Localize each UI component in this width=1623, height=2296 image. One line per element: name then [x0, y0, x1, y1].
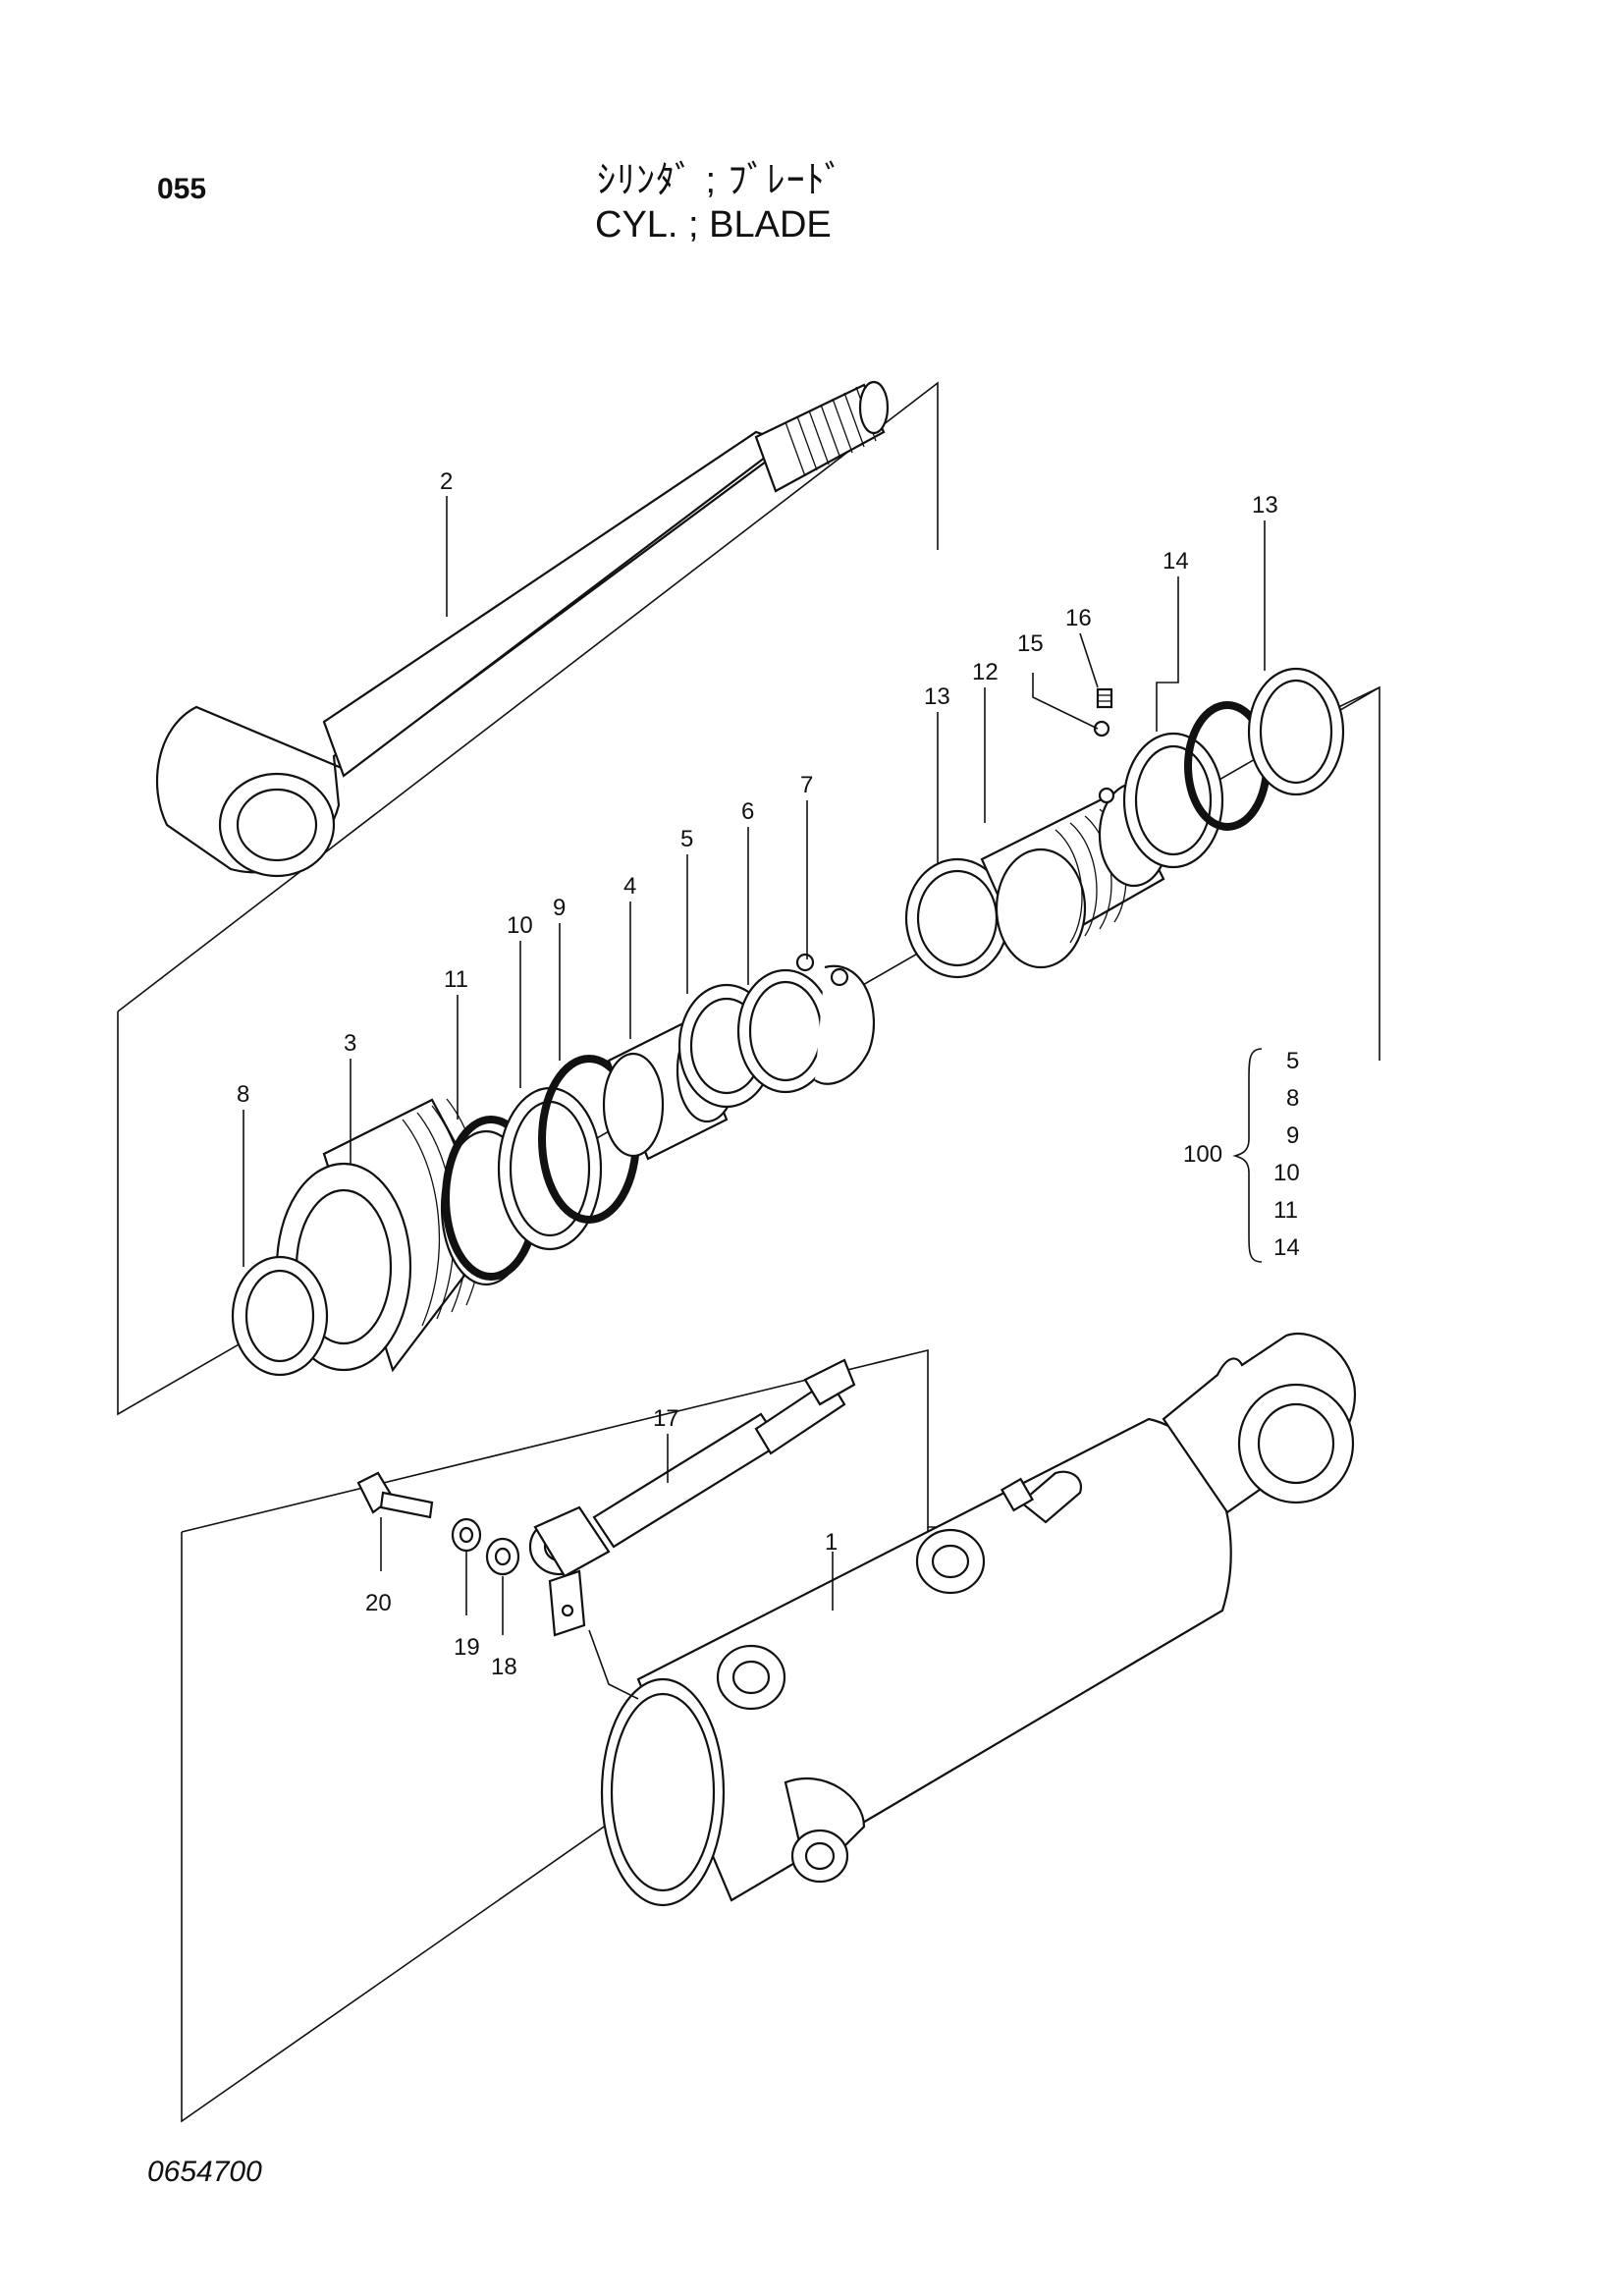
- callout-13a: 13: [924, 683, 950, 710]
- steel-ball-15: [1093, 720, 1110, 738]
- spring-washer-19: [451, 1517, 482, 1553]
- wear-ring-13a: [904, 857, 1010, 979]
- callout-20: 20: [365, 1590, 392, 1616]
- callout-1: 1: [825, 1529, 838, 1556]
- slipper-seal-14: [1122, 732, 1224, 869]
- kit-item: 9: [1286, 1122, 1299, 1149]
- leader-lines: [243, 496, 1266, 1700]
- callout-18: 18: [491, 1654, 517, 1680]
- bolt-20: [356, 1471, 434, 1519]
- callout-5: 5: [680, 826, 693, 852]
- callout-19: 19: [454, 1634, 480, 1661]
- set-screw-16: [1096, 687, 1113, 709]
- callout-11: 11: [444, 966, 468, 993]
- kit-item: 11: [1273, 1197, 1298, 1224]
- callout-6: 6: [741, 798, 754, 825]
- callout-15: 15: [1017, 630, 1044, 657]
- washer-18: [485, 1537, 520, 1576]
- backup-ring-10: [497, 1086, 603, 1251]
- callout-9: 9: [553, 895, 566, 921]
- callout-13b: 13: [1252, 492, 1278, 519]
- callout-17: 17: [653, 1405, 679, 1432]
- kit-item: 14: [1273, 1234, 1300, 1261]
- dust-seal: [231, 1255, 329, 1377]
- title-english: CYL. ; BLADE: [595, 204, 832, 246]
- callout-10: 10: [507, 912, 533, 939]
- callout-2: 2: [440, 468, 453, 495]
- snap-ring-7: [795, 953, 876, 1085]
- cylinder-tube: [600, 1333, 1357, 1907]
- kit-label: 100: [1183, 1141, 1222, 1168]
- wear-ring-13b: [1247, 667, 1345, 796]
- callout-4: 4: [623, 873, 636, 900]
- title-japanese: ｼﾘﾝﾀﾞ ; ﾌﾞﾚｰﾄﾞ: [597, 160, 844, 201]
- kit-item: 5: [1286, 1048, 1299, 1074]
- kit-item: 10: [1273, 1160, 1300, 1186]
- callout-14: 14: [1163, 548, 1189, 574]
- callout-3: 3: [344, 1030, 356, 1057]
- callout-16: 16: [1065, 605, 1092, 631]
- callout-8: 8: [237, 1081, 249, 1108]
- piston-rod: [155, 380, 890, 878]
- kit-composition: 100 5 8 9 10 11 14: [1183, 1048, 1300, 1263]
- callout-12: 12: [972, 659, 999, 685]
- kit-item: 8: [1286, 1085, 1299, 1112]
- page-number: 055: [157, 173, 207, 205]
- pipe-17: [528, 1358, 856, 1637]
- drawing-number: 0654700: [147, 2156, 262, 2188]
- callout-7: 7: [800, 772, 813, 798]
